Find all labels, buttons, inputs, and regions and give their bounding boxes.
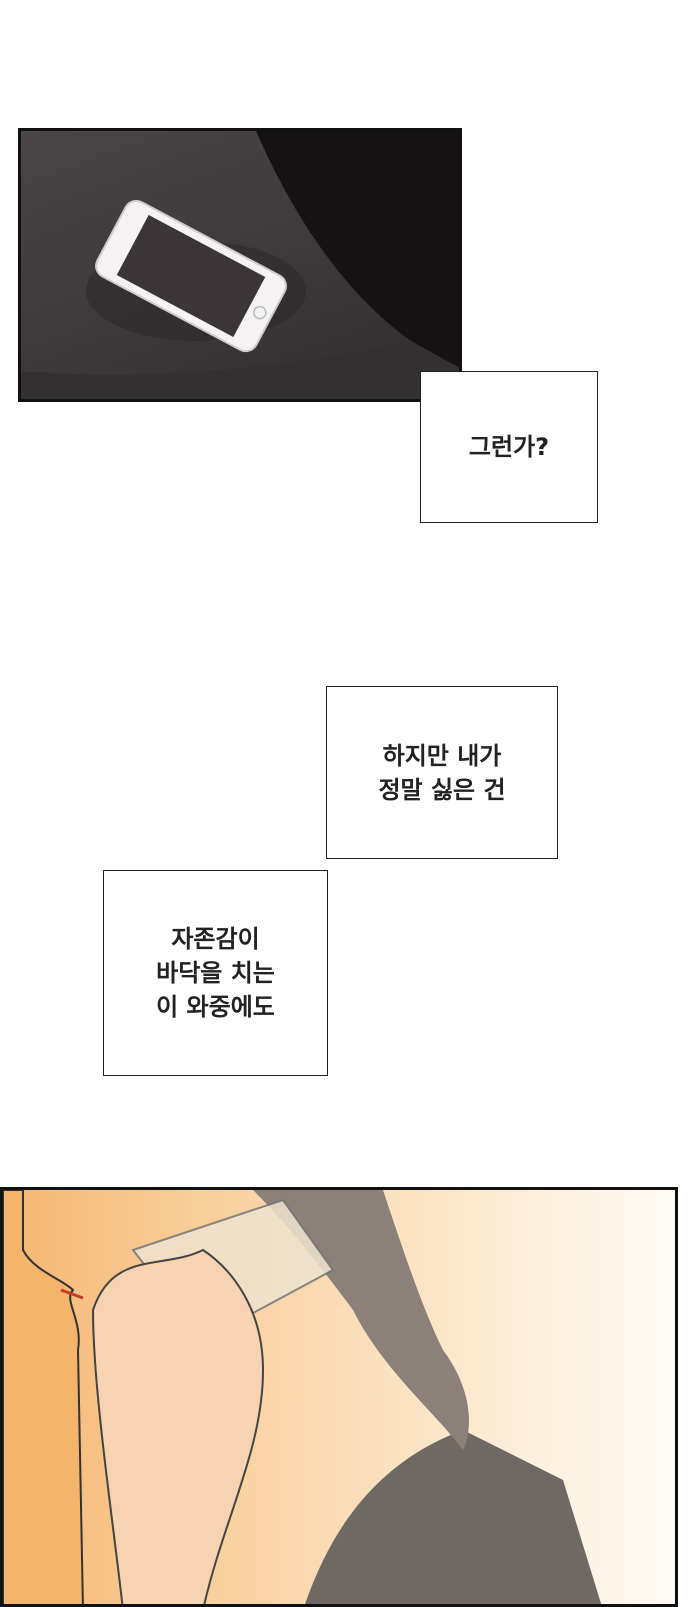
caption-line: 자존감이 [171, 925, 260, 953]
phone-illustration [21, 131, 459, 399]
phone-on-seat-panel [18, 128, 462, 402]
caption-box-3: 자존감이 바닥을 치는 이 와중에도 [103, 870, 328, 1076]
phone-call-illustration [3, 1190, 602, 1604]
caption-line: 하지만 내가 [382, 741, 502, 770]
caption-line: 그런가? [468, 433, 550, 461]
caption-line: 바닥을 치는 [156, 959, 275, 987]
caption-line: 정말 싫은 건 [378, 775, 506, 804]
caption-box-2: 하지만 내가 정말 싫은 건 [326, 686, 558, 859]
caption-line: 이 와중에도 [156, 993, 275, 1021]
phone-call-panel [0, 1187, 678, 1607]
caption-box-1: 그런가? [420, 371, 598, 523]
